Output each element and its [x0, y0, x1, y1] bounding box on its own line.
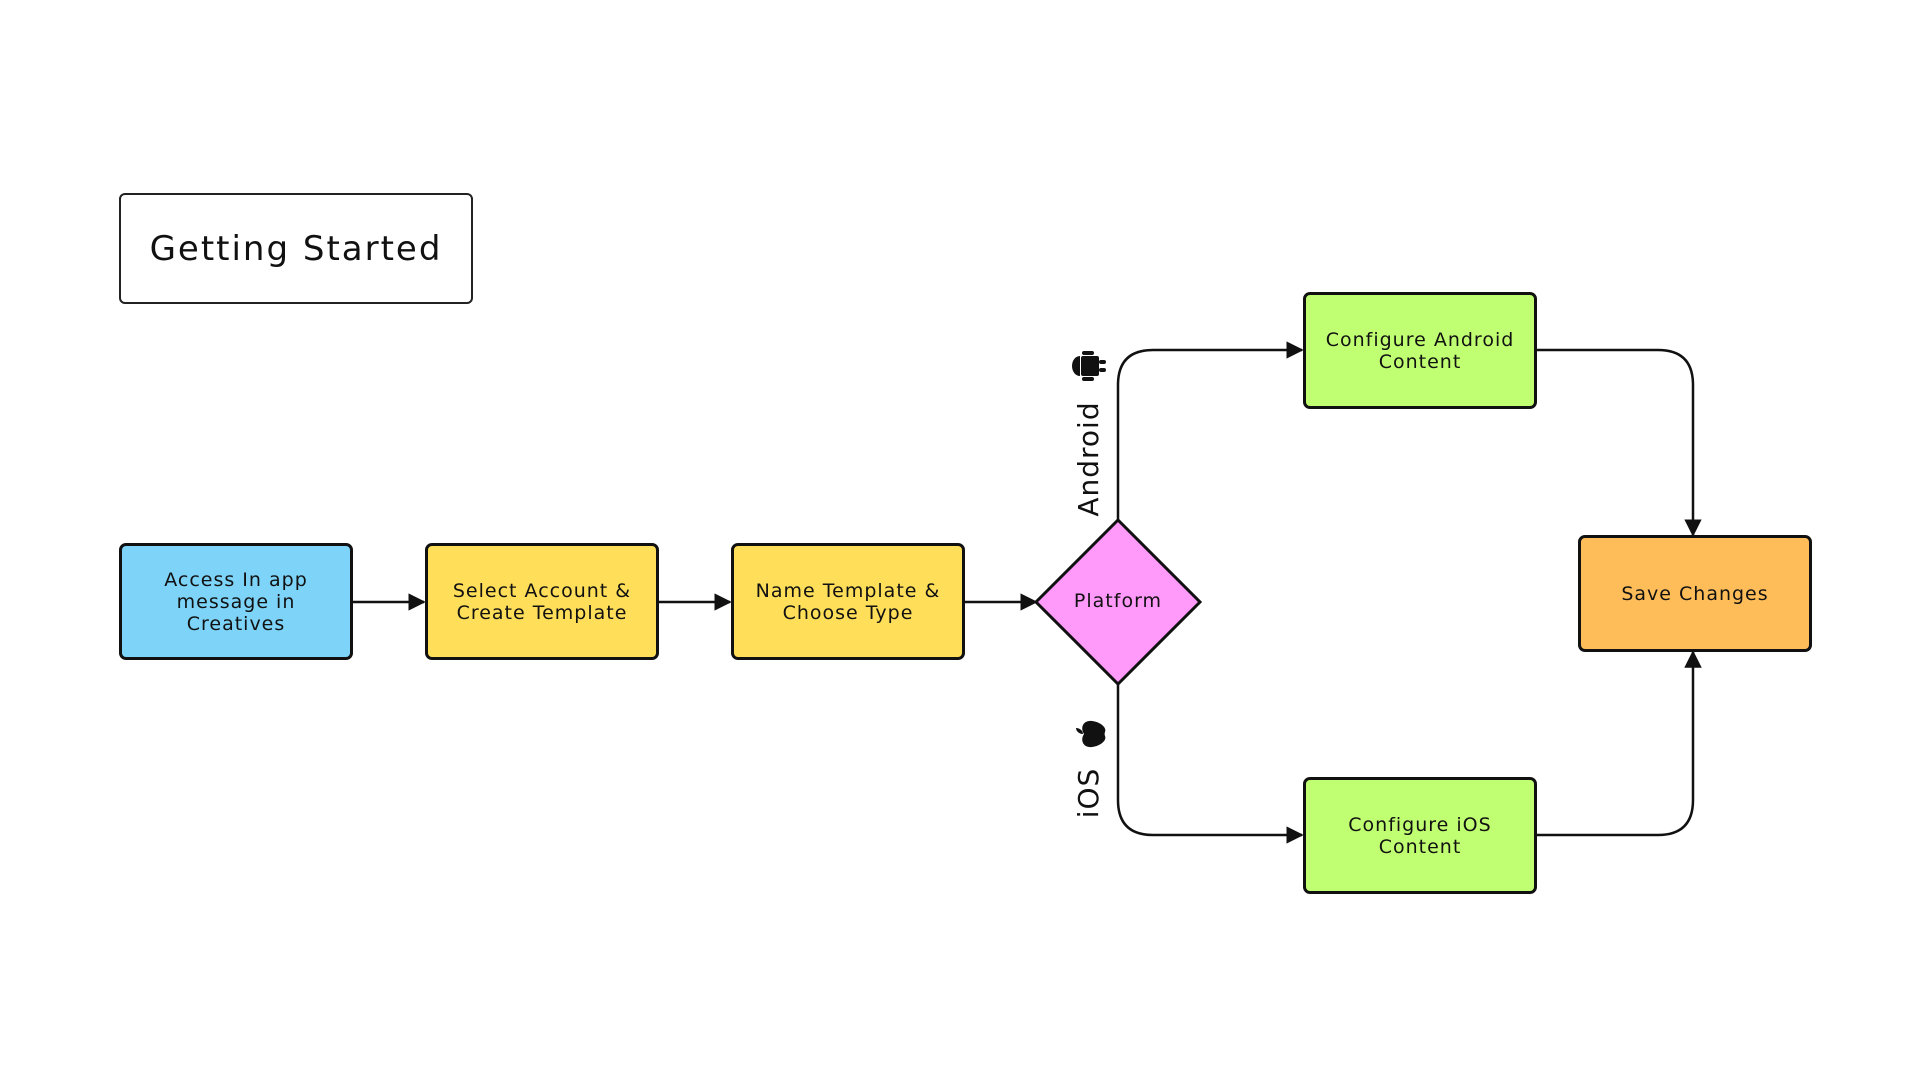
edge-android-save: [1537, 348, 1702, 537]
node-configure-ios[interactable]: Configure iOS Content: [1303, 777, 1537, 894]
diagram-title: Getting Started: [119, 193, 473, 304]
node-save-changes[interactable]: Save Changes: [1578, 535, 1812, 652]
node-platform-label[interactable]: Platform: [1073, 590, 1163, 612]
edge-platform-ios: [1116, 684, 1304, 844]
branch-label-android: Android: [1072, 401, 1105, 517]
apple-icon: [1076, 720, 1106, 748]
edge-ios-save: [1537, 650, 1702, 837]
edge-platform-android: [1116, 341, 1304, 520]
node-configure-android[interactable]: Configure Android Content: [1303, 292, 1537, 409]
node-select-account[interactable]: Select Account & Create Template: [425, 543, 659, 660]
node-access-in-app-message[interactable]: Access In app message in Creatives: [119, 543, 353, 660]
android-icon: [1072, 351, 1106, 381]
platform-diamond: [1033, 517, 1203, 687]
branch-label-ios: iOS: [1072, 767, 1105, 819]
node-name-template[interactable]: Name Template & Choose Type: [731, 543, 965, 660]
